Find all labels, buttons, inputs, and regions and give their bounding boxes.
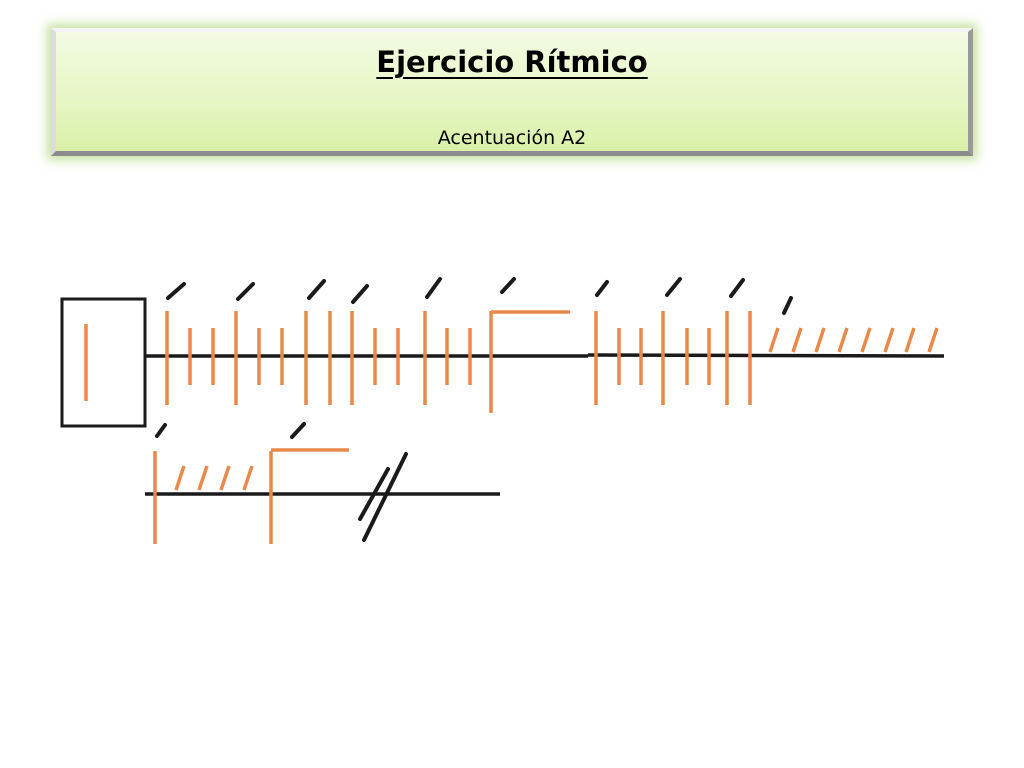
accent-mark <box>595 280 609 297</box>
accent-mark <box>782 296 793 315</box>
tall-beats-line-2 <box>153 451 273 544</box>
slash-stroke <box>791 327 803 353</box>
page-title: Ejercicio Rítmico <box>376 45 648 79</box>
slash-stroke <box>837 327 849 353</box>
tall-beats-line-1 <box>165 311 752 413</box>
accent-mark <box>166 282 186 300</box>
title-box: Ejercicio Rítmico Acentuación A2 <box>51 28 973 156</box>
slash-stroke <box>927 327 939 353</box>
staff-line-1b <box>587 353 945 358</box>
slash-stroke <box>174 465 186 491</box>
accent-marks-line-2 <box>155 422 306 439</box>
slash-stroke <box>197 465 209 491</box>
end-double-slash <box>358 452 408 542</box>
end-slash <box>358 467 390 521</box>
accent-mark <box>729 278 745 298</box>
slash-strokes-line-1 <box>768 327 939 353</box>
accent-mark <box>155 423 167 438</box>
slash-stroke <box>814 327 826 353</box>
page-subtitle: Acentuación A2 <box>437 127 587 149</box>
accent-mark <box>665 277 682 297</box>
measure-box <box>60 297 147 428</box>
slash-stroke <box>219 465 231 491</box>
accent-mark <box>290 422 306 439</box>
slash-stroke <box>768 327 780 353</box>
slash-stroke <box>883 327 895 353</box>
slash-stroke <box>904 327 916 353</box>
accent-mark <box>307 279 326 300</box>
accent-mark <box>236 282 255 301</box>
accent-mark <box>425 277 442 299</box>
slash-strokes-line-2 <box>174 465 254 491</box>
slash-stroke <box>242 465 254 491</box>
end-slash <box>362 452 408 542</box>
accent-mark <box>351 284 369 304</box>
accent-marks-line-1 <box>166 277 793 315</box>
short-beats-line-1 <box>188 328 711 385</box>
accent-mark <box>500 277 516 294</box>
slash-stroke <box>860 327 872 353</box>
